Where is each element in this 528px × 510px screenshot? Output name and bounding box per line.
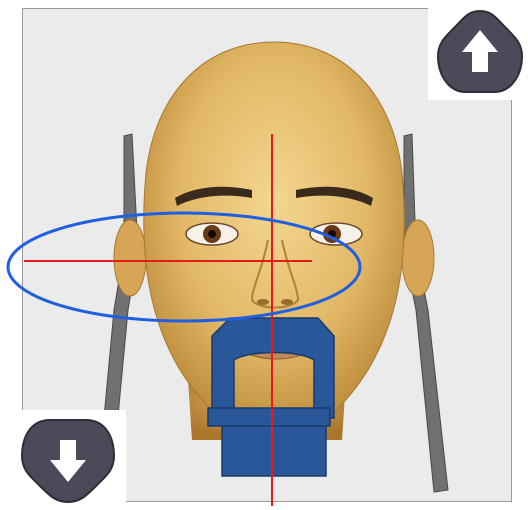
move-down-button[interactable] — [20, 418, 116, 504]
chin-rest-stand — [222, 426, 326, 476]
right-head-rod — [404, 134, 448, 492]
left-pupil — [208, 230, 216, 238]
arrow-down-icon — [20, 418, 116, 504]
right-nostril — [281, 299, 293, 305]
left-ear — [114, 220, 146, 296]
move-up-button[interactable] — [436, 8, 524, 96]
head — [144, 42, 404, 442]
chin-rest-base — [208, 408, 330, 426]
right-ear — [402, 220, 434, 296]
arrow-up-icon — [436, 8, 524, 96]
left-nostril — [257, 299, 269, 305]
